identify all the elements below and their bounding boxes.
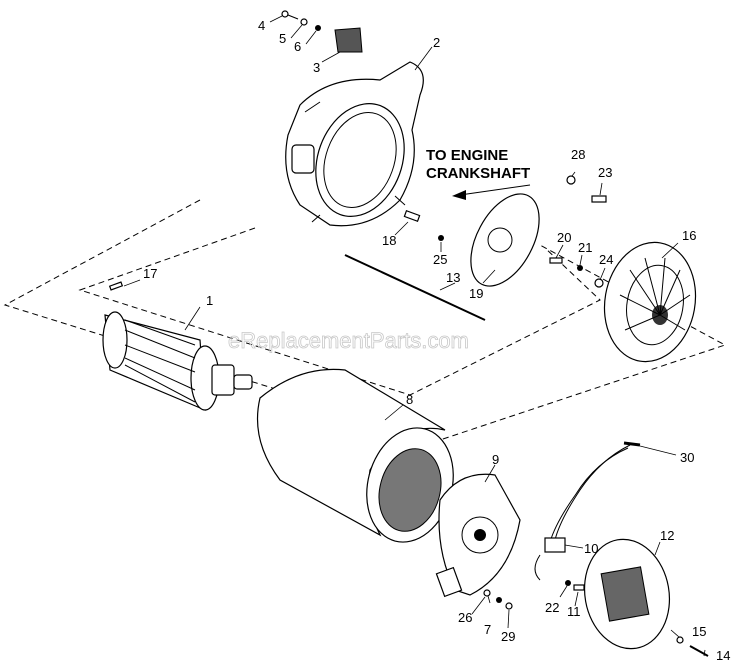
stator: [256, 368, 454, 543]
washer-5: [300, 18, 308, 26]
callout-6: 6: [294, 39, 301, 54]
callout-12: 12: [660, 528, 674, 543]
washer-22: [565, 580, 571, 586]
annotation-line-2: CRANKSHAFT: [426, 165, 530, 182]
washer-7: [496, 597, 502, 603]
callout-11: 11: [567, 604, 581, 619]
washer-26: [483, 589, 491, 597]
screw-4: [281, 10, 299, 20]
callout-28: 28: [571, 147, 585, 162]
callout-29: 29: [501, 629, 515, 644]
callout-10: 10: [584, 541, 598, 556]
callout-19: 19: [469, 286, 483, 301]
assembly-outline-inner: [78, 227, 601, 396]
through-bolt: [344, 254, 486, 321]
callout-4: 4: [258, 18, 265, 33]
wiring-harness: [534, 444, 631, 581]
callout-16: 16: [682, 228, 696, 243]
callout-5: 5: [279, 31, 286, 46]
callout-23: 23: [598, 165, 612, 180]
direction-arrow: [452, 184, 531, 200]
cooling-fan: [603, 241, 697, 363]
adapter-plate: [470, 193, 540, 287]
washer-25: [438, 235, 444, 241]
annotation-line-1: TO ENGINE: [426, 147, 508, 164]
leader-lines: [123, 15, 706, 657]
callout-8: 8: [406, 392, 413, 407]
callout-1: 1: [206, 293, 213, 308]
callout-22: 22: [545, 600, 559, 615]
end-cover: [583, 538, 671, 650]
nut-29: [505, 602, 513, 610]
washer-24: [594, 278, 604, 288]
callout-15: 15: [692, 624, 706, 639]
callout-25: 25: [433, 252, 447, 267]
callout-21: 21: [578, 240, 592, 255]
filter-screen: [334, 27, 363, 53]
screw-14: [689, 645, 709, 657]
callout-30: 30: [680, 450, 694, 465]
callout-9: 9: [492, 452, 499, 467]
callout-labels: 1 2 3 4 5 6 7 8 9 10 11 12 13 14 15 16 1…: [143, 18, 730, 663]
callout-14: 14: [716, 648, 730, 663]
rotor: [102, 311, 253, 411]
callout-2: 2: [433, 35, 440, 50]
nut-6: [315, 25, 321, 31]
callout-7: 7: [484, 622, 491, 637]
callout-3: 3: [313, 60, 320, 75]
callout-13: 13: [446, 270, 460, 285]
end-bracket: [435, 473, 521, 598]
bolt-18: [403, 210, 421, 222]
callout-17: 17: [143, 266, 157, 281]
nut-28: [566, 175, 576, 185]
washer-15: [676, 636, 684, 644]
callout-18: 18: [382, 233, 396, 248]
wire-end: [623, 441, 641, 447]
callout-20: 20: [557, 230, 571, 245]
callout-24: 24: [599, 252, 613, 267]
watermark: eReplacementParts.com: [228, 328, 469, 353]
screw-11: [573, 584, 585, 591]
bolt-20: [549, 257, 563, 264]
washer-21: [577, 265, 583, 271]
key: [108, 281, 124, 291]
bolt-23: [591, 195, 607, 203]
blower-housing: [285, 61, 424, 227]
callout-26: 26: [458, 610, 472, 625]
